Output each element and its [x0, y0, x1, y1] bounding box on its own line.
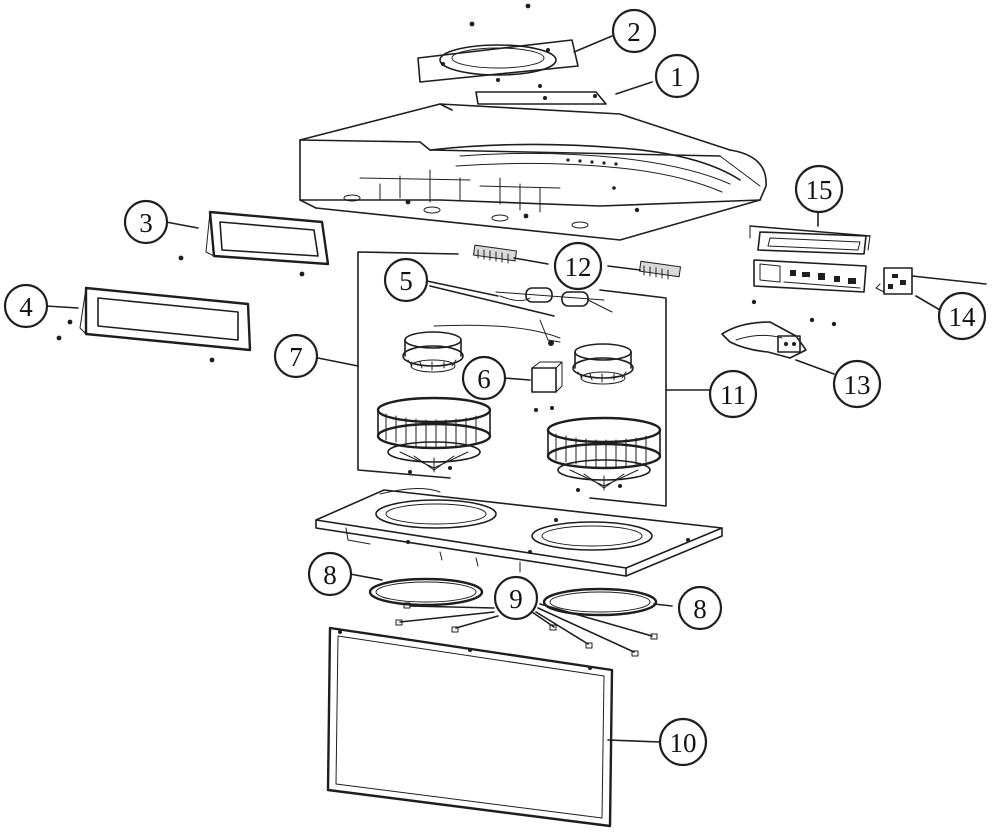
leader-lines — [45, 35, 941, 743]
callout-8-right: 8 — [677, 585, 723, 631]
callout-3-label: 3 — [139, 208, 153, 238]
part-large-grease-filter — [56, 286, 252, 363]
callout-10: 10 — [658, 717, 708, 767]
callout-12-label: 12 — [565, 252, 592, 282]
part-hood-body — [299, 103, 767, 241]
callout-3: 3 — [123, 199, 169, 245]
callout-7: 7 — [273, 333, 319, 379]
callout-2: 2 — [611, 8, 657, 54]
callout-1: 1 — [654, 53, 700, 99]
callout-8-right-label: 8 — [693, 594, 707, 624]
part-blower-wheel-right — [546, 416, 662, 492]
callout-1-label: 1 — [670, 62, 684, 92]
part-wiring-harness — [721, 299, 837, 359]
callout-8-left-label: 8 — [323, 560, 337, 590]
callout-15: 15 — [794, 164, 844, 214]
part-glass-panel — [326, 626, 614, 828]
part-bottom-plate — [315, 488, 723, 577]
callout-14: 14 — [937, 291, 987, 341]
callout-6-label: 6 — [477, 364, 491, 394]
callout-2-label: 2 — [627, 17, 641, 47]
part-light-covers — [473, 244, 682, 280]
part-blower-wheel-left — [376, 396, 492, 474]
callout-4-label: 4 — [19, 292, 33, 322]
assembly-bracket-right — [589, 289, 667, 507]
callout-11-label: 11 — [720, 380, 746, 410]
part-lamp-ring-right — [542, 587, 658, 617]
part-lamp-bulbs — [433, 287, 613, 346]
callout-6: 6 — [461, 355, 507, 401]
callout-10-label: 10 — [670, 728, 697, 758]
callout-9-label: 9 — [509, 584, 523, 614]
part-sensor-probe — [875, 267, 987, 295]
callout-13: 13 — [832, 359, 882, 409]
callout-15-label: 15 — [806, 175, 833, 205]
callout-5: 5 — [383, 257, 429, 303]
callout-14-label: 14 — [949, 302, 977, 332]
callout-7-label: 7 — [289, 342, 303, 372]
part-motor-right — [572, 343, 634, 385]
callout-9: 9 — [493, 575, 539, 621]
part-capacitor — [531, 361, 563, 412]
callout-5-label: 5 — [399, 266, 413, 296]
part-lamp-ring-left — [368, 577, 484, 607]
part-duct-collar-plate — [417, 3, 579, 83]
callout-4: 4 — [3, 283, 49, 329]
callout-13-label: 13 — [844, 370, 871, 400]
part-damper-plate — [475, 78, 607, 105]
part-small-grease-filter — [178, 210, 330, 277]
callout-8-left: 8 — [307, 551, 353, 597]
part-motor-left — [402, 331, 464, 373]
assembly-bracket-left — [357, 251, 459, 479]
part-control-board — [753, 231, 867, 293]
callout-12: 12 — [553, 241, 603, 291]
callout-11: 11 — [708, 369, 758, 419]
